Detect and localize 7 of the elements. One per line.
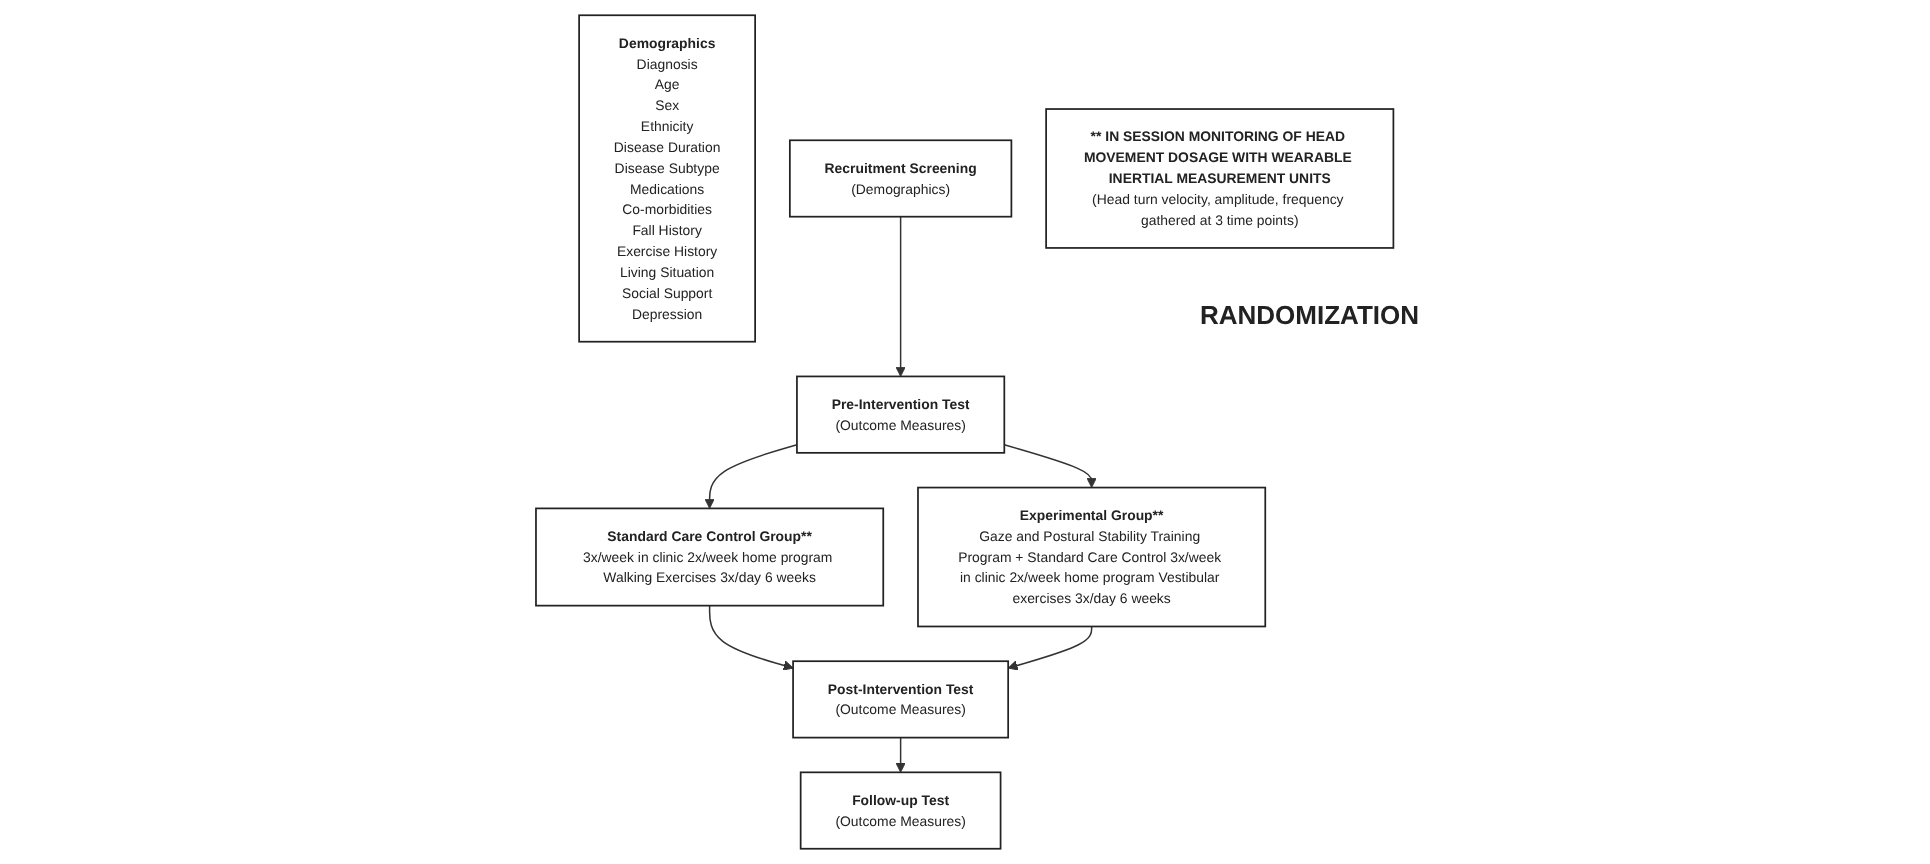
arrow xyxy=(895,215,907,377)
arrow xyxy=(1008,625,1093,671)
arrow xyxy=(709,604,794,671)
arrow xyxy=(704,444,798,509)
arrow xyxy=(895,736,907,773)
note-text: RANDOMIZATION xyxy=(1200,300,1420,330)
arrow xyxy=(1003,444,1098,489)
